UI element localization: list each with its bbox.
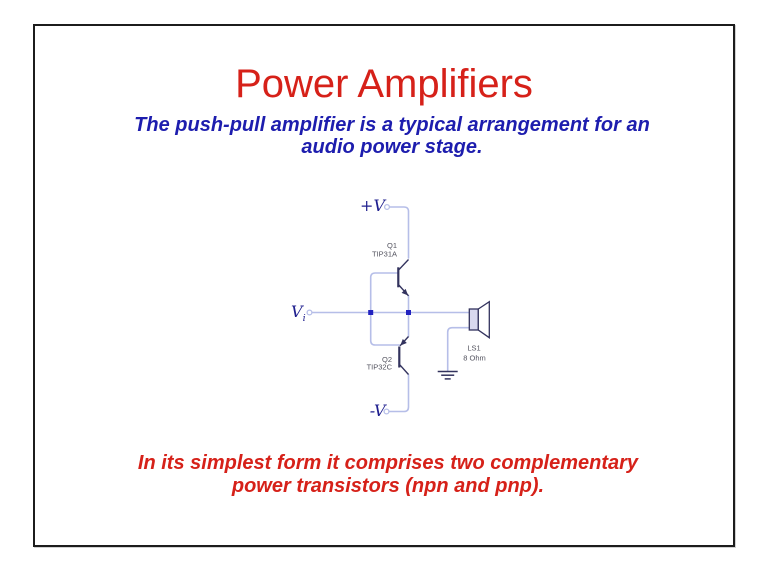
input-label: Vi: [291, 302, 306, 324]
q2-ref-label: Q2: [382, 355, 392, 364]
q2-emitter-arrow-icon: [400, 339, 407, 346]
speaker-driver: [468, 308, 479, 331]
presentation-slide: Power Amplifiers The push-pull amplifier…: [33, 24, 735, 547]
terminal-input: [306, 309, 313, 316]
q1-part-label: TIP31A: [372, 250, 397, 259]
q2-collector-lead: [399, 364, 410, 375]
transistor-q2: [398, 336, 410, 375]
vminus-label: -V: [370, 401, 387, 420]
wire-speaker-ground: [446, 326, 471, 372]
footer-line-1: In its simplest form it comprises two co…: [137, 452, 639, 474]
speaker-ref-label: LS1: [467, 344, 480, 353]
slide-title: Power Amplifiers: [235, 62, 533, 106]
q2-part-label: TIP32C: [367, 363, 393, 372]
speaker-symbol: [468, 300, 490, 339]
q1-ref-label: Q1: [387, 241, 397, 250]
subtitle-line-1: The push-pull amplifier is a typical arr…: [134, 114, 650, 136]
speaker-cone: [477, 300, 490, 339]
q1-collector-lead: [398, 259, 410, 271]
terminal-vplus: [383, 203, 391, 211]
wire-vplus-rail: [388, 206, 410, 259]
junction-node-base: [368, 310, 374, 315]
junction-node-output: [406, 310, 411, 315]
slide-subtitle: The push-pull amplifier is a typical arr…: [43, 114, 741, 158]
terminal-vminus: [383, 408, 390, 415]
subtitle-line-2: audio power stage.: [301, 136, 483, 158]
ground-icon: [437, 370, 458, 380]
wire-vminus-rail: [388, 373, 410, 413]
q1-emitter-arrow-icon: [401, 288, 409, 296]
speaker-impedance-label: 8 Ohm: [463, 354, 486, 363]
transistor-q1: [397, 259, 410, 297]
slide-footer: In its simplest form it comprises two co…: [39, 452, 737, 498]
vplus-label: +V: [360, 196, 386, 215]
push-pull-amplifier-schematic: +V -V Vi Q1 TIP31A Q2 TIP32C LS1 8 Ohm: [291, 196, 490, 420]
footer-line-2: power transistors (npn and pnp).: [231, 475, 545, 497]
wire-base-rail: [369, 272, 401, 346]
